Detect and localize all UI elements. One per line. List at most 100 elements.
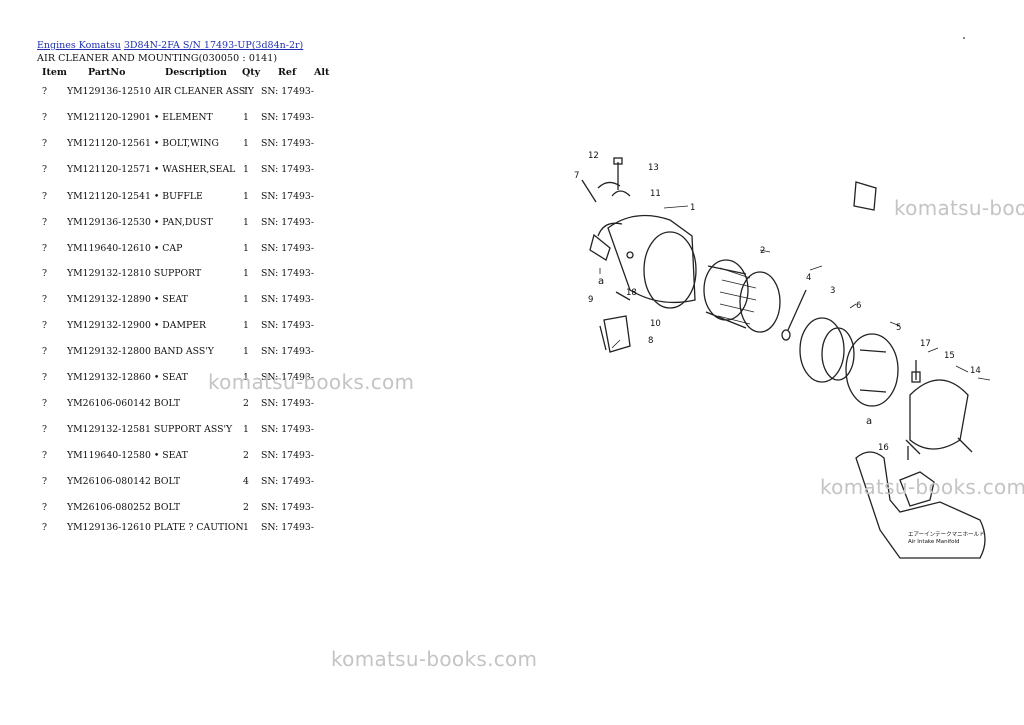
cell-desc: AIR CLEANER ASS'Y <box>153 86 254 97</box>
cell-item: ? <box>42 294 47 305</box>
callout-6: 6 <box>856 301 861 311</box>
table-row: ? YM129132-12890 • SEAT 1 SN: 17493- <box>0 294 340 308</box>
seal-washer <box>781 329 791 341</box>
table-row: ? YM129132-12810 SUPPORT 1 SN: 17493- <box>0 268 340 282</box>
cell-ref: SN: 17493- <box>261 320 314 331</box>
callout-3: 3 <box>830 286 835 296</box>
header-qty: Qty <box>242 67 261 78</box>
wing-bolt <box>787 289 807 331</box>
cell-part: YM129132-12860 <box>67 372 151 383</box>
cell-part-desc: YM121120-12901 • ELEMENT <box>67 112 213 123</box>
callout-11: 11 <box>650 189 661 199</box>
dust-pan <box>845 333 899 407</box>
cell-part: YM121120-12561 <box>67 138 151 149</box>
callout-a-bottom: a <box>866 416 872 427</box>
cell-desc: • PAN,DUST <box>153 217 213 228</box>
buffle <box>799 317 855 383</box>
cell-part: YM129132-12890 <box>67 294 151 305</box>
cell-ref: SN: 17493- <box>261 112 314 123</box>
band-assembly <box>905 360 973 460</box>
cell-desc: SUPPORT ASS'Y <box>153 424 233 435</box>
cell-item: ? <box>42 320 47 331</box>
watermark: komatsu-books.com <box>331 647 538 671</box>
cell-part: YM129136-12530 <box>67 217 151 228</box>
cell-item: ? <box>42 398 47 409</box>
cell-part: YM129136-12610 <box>67 522 151 533</box>
cell-item: ? <box>42 346 47 357</box>
callout-7: 7 <box>574 171 579 181</box>
header-alt: Alt <box>314 67 330 78</box>
cell-part-desc: YM129132-12860 • SEAT <box>67 372 188 383</box>
caption-en: Air Intake Manifold <box>908 539 960 545</box>
cell-part-desc: YM119640-12610 • CAP <box>67 243 182 254</box>
watermark: komatsu-books.com <box>894 196 1024 220</box>
air-cleaner-body <box>589 214 697 309</box>
cell-ref: SN: 17493- <box>261 86 314 97</box>
cell-qty: 2 <box>243 502 249 513</box>
cell-desc: • WASHER,SEAL <box>153 164 236 175</box>
cell-ref: SN: 17493- <box>261 398 314 409</box>
cell-desc: BAND ASS'Y <box>153 346 214 357</box>
cell-ref: SN: 17493- <box>261 372 314 383</box>
cell-qty: 1 <box>243 294 249 305</box>
cell-desc: • ELEMENT <box>153 112 213 123</box>
cell-qty: 1 <box>243 112 249 123</box>
cell-part-desc: YM121120-12571 • WASHER,SEAL <box>67 164 235 175</box>
cell-qty: 1 <box>243 138 249 149</box>
cell-part-desc: YM129136-12530 • PAN,DUST <box>67 217 213 228</box>
support <box>599 315 631 353</box>
cell-item: ? <box>42 424 47 435</box>
cell-part: YM119640-12610 <box>67 243 151 254</box>
cell-part-desc: YM26106-060142 BOLT <box>67 398 180 409</box>
cell-qty: 2 <box>243 450 249 461</box>
cell-qty: 1 <box>243 268 249 279</box>
breadcrumb-link-engines[interactable]: Engines Komatsu <box>37 40 121 51</box>
cell-item: ? <box>42 243 47 254</box>
callout-8: 8 <box>648 336 653 346</box>
cell-part: YM121120-12541 <box>67 191 151 202</box>
cell-part: YM26106-080142 <box>67 476 151 487</box>
breadcrumb-link-model[interactable]: 3D84N-2FA S/N 17493-UP(3d84n-2r) <box>123 40 304 51</box>
cell-item: ? <box>42 217 47 228</box>
cell-desc: BOLT <box>153 502 181 513</box>
callout-9: 9 <box>588 295 593 305</box>
callout-13: 13 <box>648 163 659 173</box>
cell-part-desc: YM119640-12580 • SEAT <box>67 450 188 461</box>
header-item: Item <box>42 67 67 78</box>
cell-qty: 1 <box>243 522 249 533</box>
cell-ref: SN: 17493- <box>261 346 314 357</box>
cell-ref: SN: 17493- <box>261 138 314 149</box>
header-partno: PartNo <box>88 67 126 78</box>
callout-17: 17 <box>920 339 931 349</box>
cell-part-desc: YM129132-12810 SUPPORT <box>67 268 201 279</box>
cell-item: ? <box>42 191 47 202</box>
cell-part: YM129132-12581 <box>67 424 151 435</box>
callout-5: 5 <box>896 323 901 333</box>
cell-ref: SN: 17493- <box>261 268 314 279</box>
cell-ref: SN: 17493- <box>261 294 314 305</box>
cell-ref: SN: 17493- <box>261 476 314 487</box>
cell-ref: SN: 17493- <box>261 164 314 175</box>
callout-2: 2 <box>760 246 765 256</box>
callout-12: 12 <box>588 151 599 161</box>
cell-part-desc: YM121120-12561 • BOLT,WING <box>67 138 219 149</box>
cell-qty: 1 <box>243 243 249 254</box>
cell-part-desc: YM129136-12510 AIR CLEANER ASS'Y <box>67 86 254 97</box>
cell-part-desc: YM26106-080142 BOLT <box>67 476 180 487</box>
cell-part: YM26106-060142 <box>67 398 151 409</box>
cell-qty: 1 <box>243 346 249 357</box>
cell-part-desc: YM121120-12541 • BUFFLE <box>67 191 203 202</box>
cell-item: ? <box>42 268 47 279</box>
cell-desc: • SEAT <box>153 294 188 305</box>
cell-desc: BOLT <box>153 398 181 409</box>
cell-ref: SN: 17493- <box>261 424 314 435</box>
cell-desc: • SEAT <box>153 450 188 461</box>
